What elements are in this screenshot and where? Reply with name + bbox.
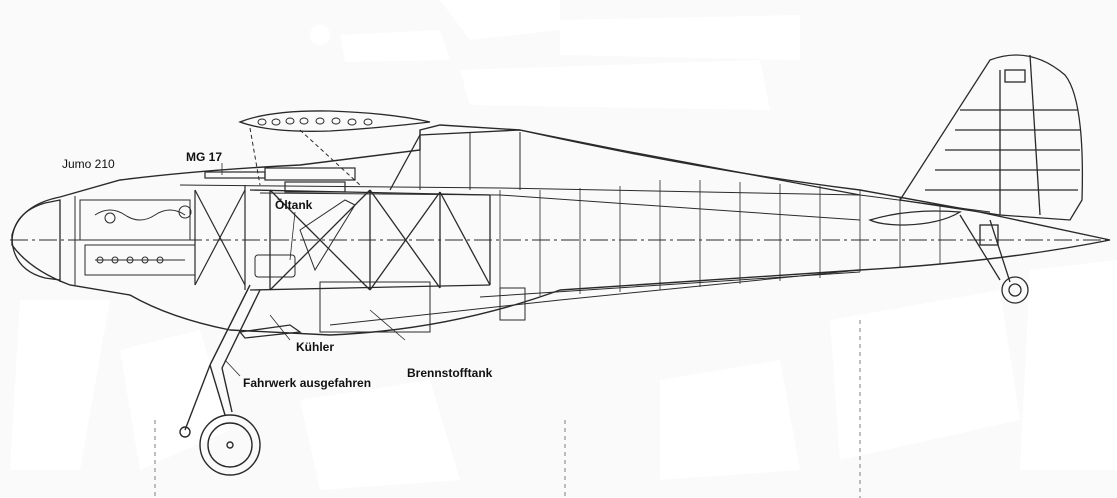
fuselage-outline (11, 124, 1111, 336)
engine-jumo (79, 199, 196, 276)
fuselage-truss (249, 189, 491, 291)
engine-mount-truss (194, 185, 246, 290)
machine-gun (204, 167, 356, 193)
label-fuel-tank: Brennstofftank (407, 366, 493, 380)
wing-airfoil (238, 110, 431, 132)
label-mg-17: MG 17 (186, 150, 223, 164)
frame-lines (499, 180, 941, 298)
fuel-tank (319, 281, 431, 333)
label-landing-gear: Fahrwerk ausgefahren (243, 376, 372, 390)
tail-fin (898, 54, 1084, 221)
label-cooler: Kühler (296, 340, 335, 354)
landing-gear (179, 284, 261, 476)
label-jumo-210: Jumo 210 (62, 157, 115, 171)
cooler (238, 324, 302, 339)
whiteout-marks (10, 0, 1117, 490)
leader-lines (221, 163, 406, 377)
tailplane (868, 210, 963, 226)
tail-wheel (959, 214, 1029, 304)
label-oil-tank: Öltank (275, 198, 313, 212)
oil-tank (254, 254, 296, 278)
canopy (389, 129, 861, 196)
